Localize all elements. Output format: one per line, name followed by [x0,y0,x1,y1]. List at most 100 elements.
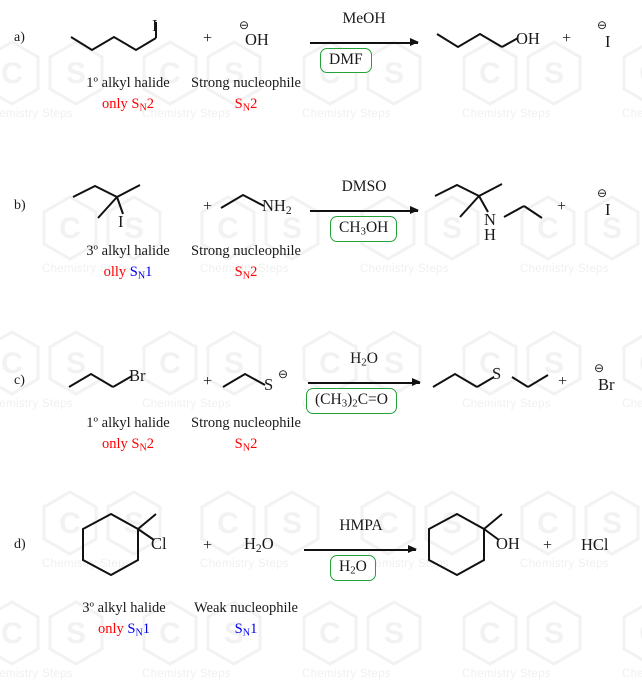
negative-charge-icon-c2: ⊖ [594,361,605,375]
watermark-text: Chemistry Steps [462,668,551,680]
skeletal-butyl-iodide [70,22,157,52]
plus-sign-d1: + [203,537,213,554]
solvent-box-a: DMF [320,48,372,73]
skeletal-propyl-bromide [68,372,133,388]
mechanism-substrate-b: olly SN1 [48,264,208,282]
condition-above-arrow-a: MeOH [342,10,386,27]
atom-label-amine-b: NH2 [262,196,292,217]
atom-label-nitrogen-b: N [484,210,496,229]
reaction-arrow-d [304,545,417,555]
watermark-text: Chemistry Steps [142,668,231,680]
mechanism-nucleophile-d: SN1 [234,621,258,639]
atom-label-iodide-a: I [605,32,611,51]
mechanism-nucleophile-a: SN2 [234,96,258,114]
mechanism-label-c: SN2 [131,436,155,454]
reaction-arrow-a [310,38,419,48]
product-structure-c: S [430,361,550,393]
watermark-text: Chemistry Steps [302,668,391,680]
negative-charge-icon-c: ⊖ [278,367,289,381]
watermark-text: Chemistry Steps [622,668,642,680]
nucleophile-structure-c: S ⊖ [220,361,290,394]
skeletal-tertiary-iodide [72,184,141,219]
atom-label-bromine-c: Br [129,366,146,385]
caption-substrate-text-c: 1º alkyl halide [86,415,170,431]
plus-sign-a2: + [562,30,572,47]
product-structure-d: OH [412,507,522,583]
negative-charge-icon-b: ⊖ [597,186,608,200]
plus-sign-b2: + [557,198,567,215]
solvent-box-d: H2O [330,555,376,581]
arrow-shaft-d [304,549,416,551]
condition-above-arrow-c: H2O [350,350,378,369]
mechanism-prefix-a: only [101,96,128,112]
nucleophile-formula-d: H2O [244,534,274,555]
caption-nucleophile-d: Weak nucleophile [166,600,326,617]
mechanism-substrate-c: only SN2 [48,436,208,454]
condition-above-arrow-b: DMSO [341,178,387,195]
mechanism-label-b: SN1 [129,264,153,282]
caption-substrate-text-d: 3º alkyl halide [82,600,166,616]
caption-nucleophile-text-a: Strong nucleophile [191,75,301,91]
row-label-b: b) [14,198,26,213]
caption-substrate-text-a: 1º alkyl halide [86,75,170,91]
skeletal-thioether [432,372,549,388]
reaction-arrow-c [308,378,421,388]
mechanism-label-d: SN1 [127,621,151,639]
arrow-shaft-a [310,42,418,44]
substrate-structure-b: I [70,170,180,232]
solvent-box-b: CH3OH [330,216,398,242]
atom-label-sulfur-product-c: S [492,364,502,383]
reaction-row-c: c) Br + S ⊖ H2O (CH3)2C=O [0,345,642,485]
mechanism-nucleophile-b: SN2 [234,264,258,282]
plus-sign-c2: + [558,373,568,390]
plus-sign-a1: + [203,30,213,47]
reaction-arrow-b [310,206,419,216]
reaction-row-a: a) I + ⊖ OH MeOH DMF OH [0,0,642,140]
caption-nucleophile-a: Strong nucleophile [166,75,326,92]
solvent-box-c: (CH3)2C=O [306,388,397,414]
atom-label-bromide-c: Br [598,375,615,394]
mechanism-prefix-c: only [101,436,128,452]
caption-substrate-c: 1º alkyl halide [48,415,208,432]
byproduct-formula-d: HCl [581,535,609,554]
product-structure-b: N H [432,170,547,244]
watermark-text: Chemistry Steps [0,668,73,680]
negative-charge-icon-a: ⊖ [239,18,250,32]
plus-sign-d2: + [543,537,553,554]
atom-label-hydroxyl-d: OH [496,534,520,553]
atom-label-iodine-a: I [152,16,158,35]
caption-substrate-text-b: 3º alkyl halide [86,243,170,259]
atom-label-iodide-b: I [605,200,611,219]
substrate-structure-a: I [68,16,178,54]
atom-label-hydroxyl-a: OH [516,29,540,48]
row-label-a: a) [14,30,25,45]
mechanism-prefix-d: only [97,621,124,637]
arrow-shaft-c [308,382,420,384]
reaction-row-b: b) I + NH2 DMSO CH3OH [0,160,642,310]
mechanism-prefix-b: olly [103,264,127,280]
condition-above-arrow-d: HMPA [339,517,383,534]
row-label-c: c) [14,373,25,388]
arrow-head-a [410,38,419,47]
substrate-structure-d: Cl [66,507,176,583]
atom-label-sulfur-c: S [264,375,274,394]
reaction-sheet: a) I + ⊖ OH MeOH DMF OH [0,0,642,655]
atom-label-chlorine-d: Cl [151,534,167,553]
caption-nucleophile-text-d: Weak nucleophile [194,600,298,616]
caption-nucleophile-b: Strong nucleophile [166,243,326,260]
product-structure-a: OH [434,20,540,50]
plus-sign-c1: + [203,373,213,390]
caption-nucleophile-text-b: Strong nucleophile [191,243,301,259]
plus-sign-b1: + [203,198,213,215]
negative-charge-icon-a2: ⊖ [597,18,608,32]
substrate-structure-c: Br [66,361,166,391]
caption-nucleophile-text-c: Strong nucleophile [191,415,301,431]
nucleophile-structure-b: NH2 [218,186,292,217]
row-label-d: d) [14,537,26,552]
arrow-head-b [410,206,419,215]
mechanism-nucleophile-c: SN2 [234,436,258,454]
atom-label-hydroxide-a: OH [245,30,269,49]
mechanism-label-a: SN2 [131,96,155,114]
reaction-row-d: d) Cl + H2O HMPA H2O OH [0,505,642,655]
caption-nucleophile-c: Strong nucleophile [166,415,326,432]
